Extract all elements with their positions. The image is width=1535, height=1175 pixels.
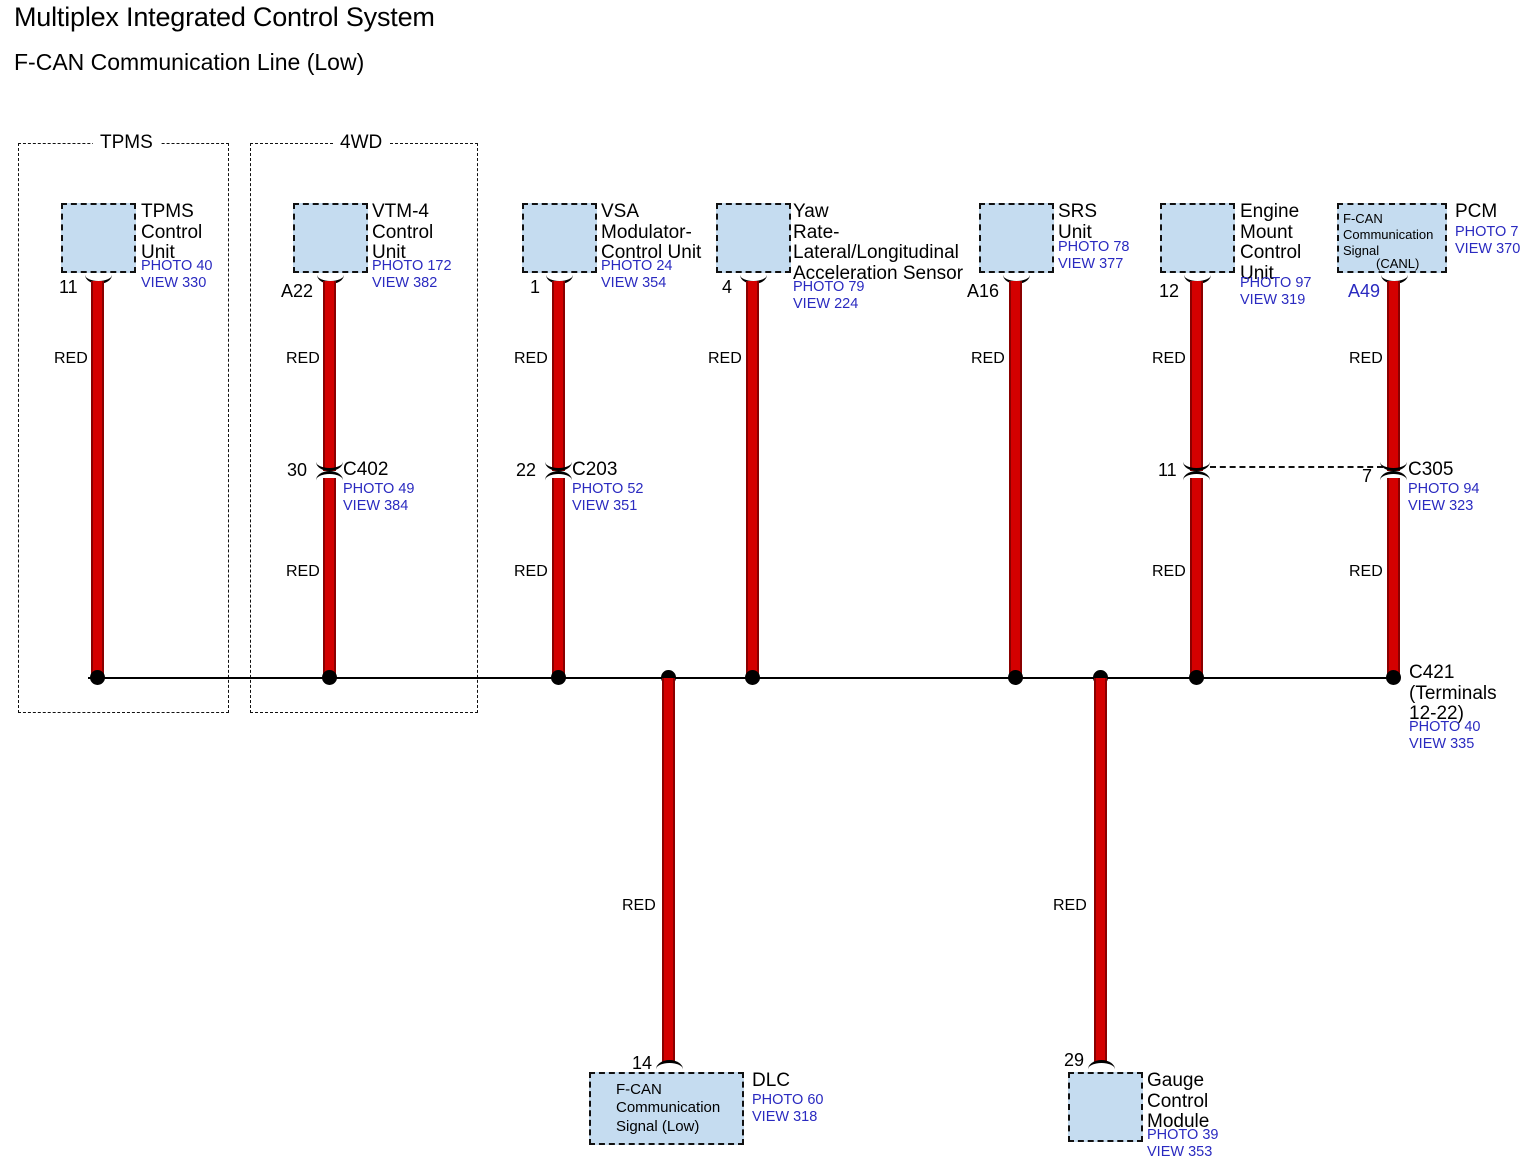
component-pcm-inner-label: F-CAN Communication Signal <box>1343 211 1434 258</box>
wire-tpms-to-bus <box>91 281 104 677</box>
pin-gauge-control-module: 29 <box>1064 1050 1085 1070</box>
wire-c402-to-bus <box>323 478 336 677</box>
component-tpms-control-unit-label: TPMS Control Unit <box>141 201 203 264</box>
component-dlc-ref: PHOTO 60 VIEW 318 <box>752 1092 824 1126</box>
fcan-bus-line <box>88 677 1394 680</box>
wire-color-engine-mount-lower: RED <box>1152 563 1186 580</box>
pin-srs-unit: A16 <box>967 281 1000 301</box>
bus-node-vtm4 <box>322 670 337 685</box>
wire-color-pcm-upper: RED <box>1349 350 1383 367</box>
wire-color-vsa-lower: RED <box>514 563 548 580</box>
component-pcm-ref: PHOTO 7 VIEW 370 <box>1455 224 1521 258</box>
connector-c305-left[interactable] <box>1183 460 1210 482</box>
pin-dlc: 14 <box>632 1053 653 1073</box>
page-title: Multiplex Integrated Control System <box>14 2 435 32</box>
connector-c203-ref: PHOTO 52 VIEW 351 <box>572 481 644 515</box>
connector-c305-right[interactable] <box>1380 460 1407 482</box>
bus-node-yaw <box>745 670 760 685</box>
component-gauge-control-module[interactable] <box>1068 1072 1143 1142</box>
component-tpms-control-unit-ref: PHOTO 40 VIEW 330 <box>141 258 213 292</box>
connector-c203-pin: 22 <box>516 460 537 480</box>
component-yaw-rate-sensor-ref: PHOTO 79 VIEW 224 <box>793 279 865 313</box>
wire-color-yaw: RED <box>708 350 742 367</box>
connector-c402-pin: 30 <box>287 460 308 480</box>
wire-bus-to-dlc <box>662 678 675 1063</box>
wire-vsa-to-c203 <box>552 281 565 471</box>
connector-c203-label: C203 <box>572 459 618 480</box>
bus-node-c421 <box>1386 670 1401 685</box>
wire-bus-to-gauge <box>1094 678 1107 1063</box>
wire-engine-mount-to-c305 <box>1190 281 1203 471</box>
connector-c305-ref: PHOTO 94 VIEW 323 <box>1408 481 1480 515</box>
component-vtm4-control-unit[interactable] <box>293 203 368 273</box>
connector-c305-link <box>1210 466 1383 468</box>
connector-c305-pin-left: 11 <box>1158 460 1177 480</box>
group-tpms-label: TPMS <box>93 132 160 154</box>
connector-c305-label: C305 <box>1408 459 1454 480</box>
pin-yaw-rate-sensor: 4 <box>722 277 733 297</box>
wire-yaw-to-bus <box>746 281 759 677</box>
component-tpms-control-unit[interactable] <box>61 203 136 273</box>
component-srs-unit-ref: PHOTO 78 VIEW 377 <box>1058 239 1130 273</box>
wire-color-tpms: RED <box>54 350 88 367</box>
bus-terminal-label: C421 (Terminals 12-22) <box>1409 662 1497 725</box>
pin-engine-mount-control-unit: 12 <box>1159 281 1180 301</box>
component-engine-mount-control-unit[interactable] <box>1160 203 1235 273</box>
group-4wd-label: 4WD <box>333 132 390 154</box>
component-srs-unit[interactable] <box>979 203 1054 273</box>
terminal-arc-dlc <box>656 1060 683 1071</box>
component-vsa-modulator-control-unit-ref: PHOTO 24 VIEW 354 <box>601 258 673 292</box>
wire-color-dlc: RED <box>622 897 656 914</box>
page-subtitle: F-CAN Communication Line (Low) <box>14 49 365 75</box>
connector-c402[interactable] <box>316 460 343 482</box>
component-vtm4-control-unit-ref: PHOTO 172 VIEW 382 <box>372 258 452 292</box>
component-srs-unit-label: SRS Unit <box>1058 201 1098 243</box>
component-engine-mount-control-unit-label: Engine Mount Control Unit <box>1240 201 1302 284</box>
component-gauge-control-module-label: Gauge Control Module <box>1147 1070 1210 1133</box>
component-yaw-rate-sensor-label: Yaw Rate- Lateral/Longitudinal Accelerat… <box>793 201 964 284</box>
group-4wd: 4WD <box>250 132 478 713</box>
wire-c305-to-bus-engine-mount <box>1190 478 1203 677</box>
bus-node-srs <box>1008 670 1023 685</box>
bus-terminal-ref: PHOTO 40 VIEW 335 <box>1409 719 1481 753</box>
pin-pcm: A49 <box>1348 281 1381 301</box>
component-engine-mount-control-unit-ref: PHOTO 97 VIEW 319 <box>1240 275 1312 309</box>
wire-color-vtm4-lower: RED <box>286 563 320 580</box>
component-pcm-inner-sublabel: (CANL) <box>1376 256 1420 271</box>
wire-color-engine-mount-upper: RED <box>1152 350 1186 367</box>
connector-c305-pin-right: 7 <box>1362 466 1373 486</box>
component-vsa-modulator-control-unit-label: VSA Modulator- Control Unit <box>601 201 702 264</box>
component-vtm4-control-unit-label: VTM-4 Control Unit <box>372 201 434 264</box>
terminal-arc-gauge <box>1088 1060 1115 1071</box>
group-tpms: TPMS <box>18 132 229 713</box>
wire-c305-to-bus-pcm <box>1387 478 1400 677</box>
connector-c402-ref: PHOTO 49 VIEW 384 <box>343 481 415 515</box>
pin-tpms-control-unit: 11 <box>59 277 78 297</box>
component-dlc-inner-label: F-CAN Communication Signal (Low) <box>616 1081 721 1135</box>
component-yaw-rate-sensor[interactable] <box>716 203 791 273</box>
component-vsa-modulator-control-unit[interactable] <box>522 203 597 273</box>
wire-color-pcm-lower: RED <box>1349 563 1383 580</box>
component-pcm[interactable] <box>1337 203 1447 273</box>
bus-node-engine-mount <box>1189 670 1204 685</box>
connector-c402-label: C402 <box>343 459 389 480</box>
pin-vtm4-control-unit: A22 <box>281 281 314 301</box>
connector-c203[interactable] <box>545 460 572 482</box>
wire-color-vsa-upper: RED <box>514 350 548 367</box>
wire-srs-to-bus <box>1009 281 1022 677</box>
component-pcm-label: PCM <box>1455 201 1498 222</box>
wire-c203-to-bus <box>552 478 565 677</box>
wire-vtm4-to-c402 <box>323 281 336 471</box>
wire-color-vtm4-upper: RED <box>286 350 320 367</box>
component-gauge-control-module-ref: PHOTO 39 VIEW 353 <box>1147 1127 1219 1161</box>
wire-color-gauge: RED <box>1053 897 1087 914</box>
component-dlc-label: DLC <box>752 1070 791 1091</box>
bus-node-vsa <box>551 670 566 685</box>
wire-pcm-to-c305 <box>1387 281 1400 471</box>
pin-vsa-modulator-control-unit: 1 <box>530 277 541 297</box>
wire-color-srs: RED <box>971 350 1005 367</box>
bus-node-tpms <box>90 670 105 685</box>
component-dlc[interactable] <box>589 1072 744 1145</box>
